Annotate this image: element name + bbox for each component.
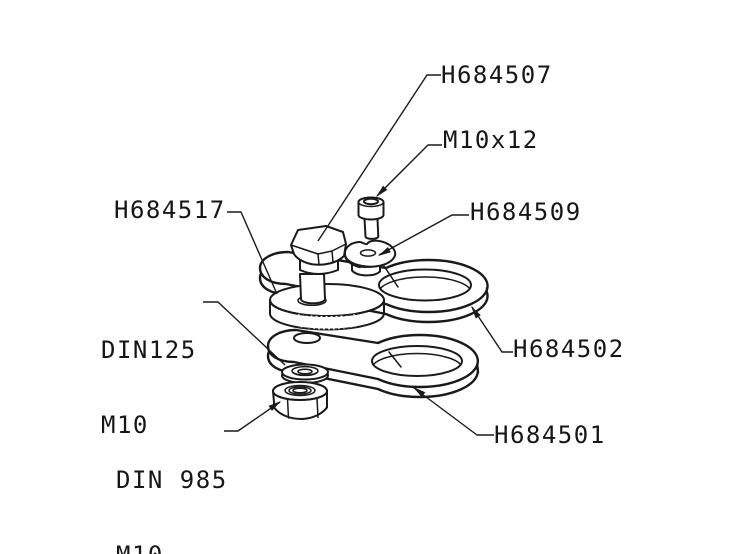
arrowhead-din985 bbox=[268, 401, 281, 411]
arrowhead-h684502 bbox=[471, 306, 481, 319]
part-label-h684501: H684501 bbox=[494, 421, 606, 449]
arrowhead-m10x12 bbox=[376, 185, 388, 197]
leader-h684507 bbox=[317, 74, 441, 242]
lock-nut bbox=[272, 381, 328, 420]
friction-washer bbox=[269, 283, 385, 331]
part-label-h684507: H684507 bbox=[441, 61, 553, 89]
leader-h684509 bbox=[378, 214, 469, 256]
leader-h684517 bbox=[227, 211, 278, 295]
lower-link-plate bbox=[266, 328, 480, 399]
part-label-h684502: H684502 bbox=[513, 335, 625, 363]
leader-h684501 bbox=[413, 387, 494, 436]
cap-screw bbox=[357, 196, 385, 240]
retainer-plate bbox=[343, 239, 397, 269]
part-label-h684517: H684517 bbox=[114, 196, 226, 224]
bolt-shaft bbox=[299, 273, 326, 305]
hex-socket bbox=[363, 197, 379, 206]
washer-band bbox=[269, 299, 385, 331]
leader-lines bbox=[203, 74, 513, 436]
arrowhead-h684501 bbox=[413, 387, 426, 398]
arrowhead-h684509 bbox=[378, 247, 391, 256]
part-label-h684509: H684509 bbox=[470, 198, 582, 226]
flat-washer bbox=[281, 363, 329, 384]
leader-din125 bbox=[203, 301, 286, 366]
leader-m10x12 bbox=[376, 144, 442, 197]
part-label-din125-line1: DIN125 bbox=[101, 336, 197, 364]
part-label-din985-line1: DIN 985 bbox=[116, 466, 228, 494]
part-label-din125: DIN125 M10 bbox=[101, 288, 197, 463]
part-label-m10x12: M10x12 bbox=[443, 126, 539, 154]
leader-din985 bbox=[224, 401, 281, 432]
hex-bolt bbox=[290, 225, 347, 305]
part-label-din125-line2: M10 bbox=[101, 411, 149, 439]
part-label-din985-line2: M10 bbox=[116, 543, 228, 554]
leader-h684502 bbox=[471, 306, 513, 353]
part-label-din985: DIN 985 M10 bbox=[116, 418, 228, 554]
